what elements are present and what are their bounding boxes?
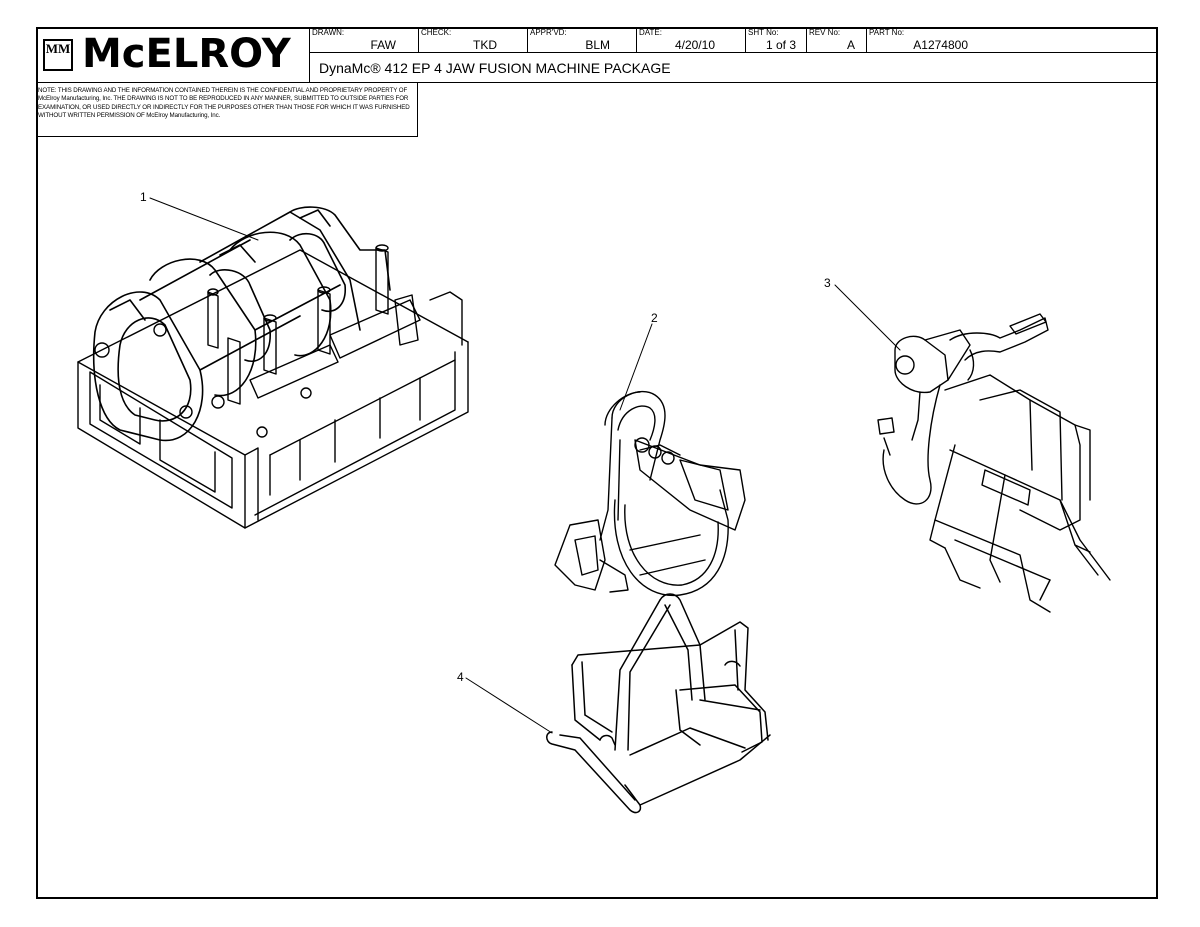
field-sheet-number: SHT No: 1 of 3 — [746, 27, 807, 53]
field-check: CHECK: TKD — [419, 27, 528, 53]
field-label: CHECK: — [421, 28, 452, 37]
drawing-title-text: DynaMc® 412 EP 4 JAW FUSION MACHINE PACK… — [319, 60, 671, 76]
item-balloon-2: 2 — [651, 311, 658, 325]
item-balloon-1: 1 — [140, 190, 147, 204]
drawing-title: DynaMc® 412 EP 4 JAW FUSION MACHINE PACK… — [310, 53, 1158, 83]
field-date: DATE: 4/20/10 — [637, 27, 746, 53]
field-value: BLM — [585, 38, 610, 52]
field-value: TKD — [473, 38, 497, 52]
field-value: 4/20/10 — [674, 38, 715, 52]
item-3-facer-stand — [877, 313, 1111, 613]
field-drawn: DRAWN: FAW — [310, 27, 419, 53]
logo-monogram: MM — [43, 39, 73, 71]
logo-divider — [36, 82, 310, 83]
leader-lines — [149, 197, 901, 734]
logo-wordmark: McELROY — [82, 31, 291, 77]
title-block-fields: DRAWN: FAW CHECK: TKD APPR'VD: BLM DATE:… — [310, 27, 1158, 53]
drawing-sheet-border — [36, 27, 1158, 899]
field-label: PART No: — [869, 28, 905, 37]
field-value: FAW — [370, 38, 396, 52]
field-value: 1 of 3 — [765, 38, 796, 52]
field-label: DATE: — [639, 28, 662, 37]
item-4-stand — [546, 593, 771, 814]
field-part-number: PART No: A1274800 — [867, 27, 1158, 53]
confidentiality-note: NOTE: THIS DRAWING AND THE INFORMATION C… — [36, 83, 418, 137]
field-label: REV No: — [809, 28, 841, 37]
company-logo: MM McELROY — [36, 27, 310, 83]
field-label: DRAWN: — [312, 28, 345, 37]
field-value: A — [846, 38, 855, 52]
field-label: APPR'VD: — [530, 28, 567, 37]
field-label: SHT No: — [748, 28, 779, 37]
item-balloon-3: 3 — [824, 276, 831, 290]
field-approved: APPR'VD: BLM — [528, 27, 637, 53]
item-balloon-4: 4 — [457, 670, 464, 684]
field-revision: REV No: A — [807, 27, 867, 53]
item-2-heater-plate — [554, 390, 746, 597]
field-value: A1274800 — [913, 38, 968, 52]
item-1-fusion-carriage — [77, 206, 469, 529]
